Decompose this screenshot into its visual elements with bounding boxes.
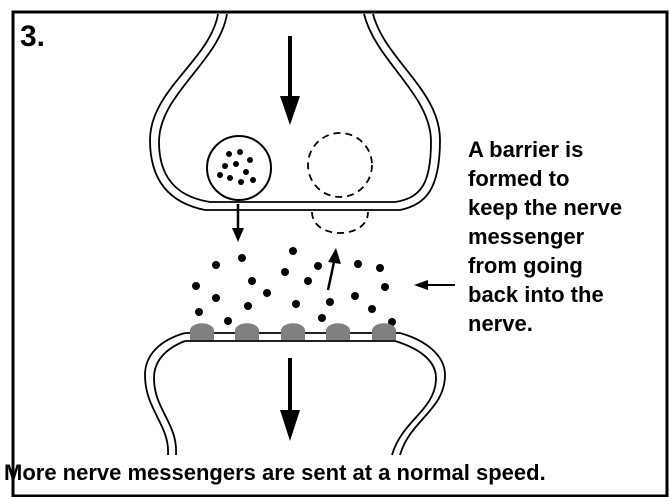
label-line: messenger bbox=[468, 222, 668, 251]
label-line: back into the bbox=[468, 280, 668, 309]
label-line: nerve. bbox=[468, 309, 668, 338]
label-line: formed to bbox=[468, 164, 668, 193]
label-line: from going bbox=[468, 251, 668, 280]
vesicle-filled bbox=[207, 136, 271, 200]
caption: More nerve messengers are sent at a norm… bbox=[4, 458, 669, 488]
panel-number: 3. bbox=[20, 22, 45, 52]
barrier-label: A barrier is formed to keep the nerve me… bbox=[468, 135, 668, 338]
label-line: keep the nerve bbox=[468, 193, 668, 222]
label-line: A barrier is bbox=[468, 135, 668, 164]
